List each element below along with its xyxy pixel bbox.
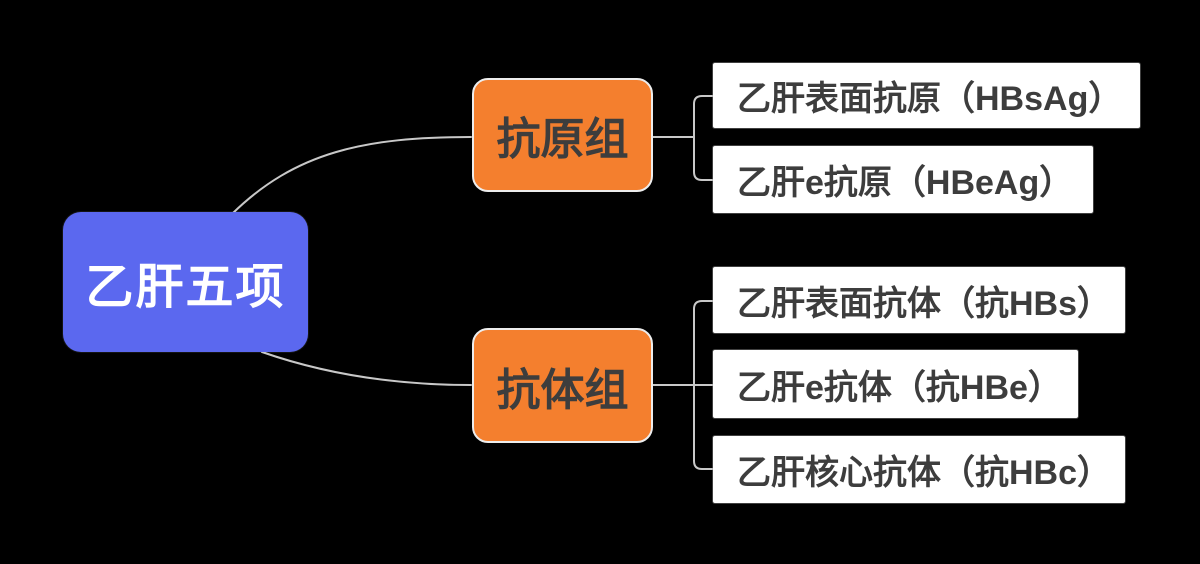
connector-antibody-leaf1: [693, 300, 713, 386]
connector-antibody-leaf3: [693, 384, 713, 470]
leaf-topic-anti-hbs-label: 乙肝表面抗体（抗HBs）: [737, 284, 1112, 323]
branch-topic-antigen-label: 抗原组: [496, 115, 629, 164]
root-topic[interactable]: 乙肝五项: [63, 212, 308, 352]
branch-topic-antigen[interactable]: 抗原组: [472, 78, 653, 192]
leaf-topic-anti-hbe[interactable]: 乙肝e抗体（抗HBe）: [713, 350, 1078, 418]
branch-topic-antibody-label: 抗体组: [496, 365, 629, 415]
connector-antigen-leaf2: [693, 136, 713, 181]
branch-topic-antibody[interactable]: 抗体组: [472, 328, 653, 443]
leaf-topic-hbeag[interactable]: 乙肝e抗原（HBeAg）: [713, 146, 1093, 213]
connector-root-antibody: [261, 351, 472, 386]
root-topic-label: 乙肝五项: [85, 261, 286, 314]
leaf-topic-hbsag-label: 乙肝表面抗原（HBsAg）: [737, 80, 1123, 118]
leaf-topic-anti-hbc[interactable]: 乙肝核心抗体（抗HBc）: [713, 436, 1125, 503]
leaf-topic-anti-hbs[interactable]: 乙肝表面抗体（抗HBs）: [713, 267, 1125, 333]
leaf-topic-hbsag[interactable]: 乙肝表面抗原（HBsAg）: [713, 63, 1140, 128]
leaf-topic-anti-hbe-label: 乙肝e抗体（抗HBe）: [737, 368, 1062, 407]
connector-root-antigen: [231, 136, 472, 215]
leaf-topic-hbeag-label: 乙肝e抗原（HBeAg）: [737, 164, 1074, 202]
leaf-topic-anti-hbc-label: 乙肝核心抗体（抗HBc）: [737, 454, 1112, 492]
connector-antigen-leaf1: [693, 95, 713, 138]
